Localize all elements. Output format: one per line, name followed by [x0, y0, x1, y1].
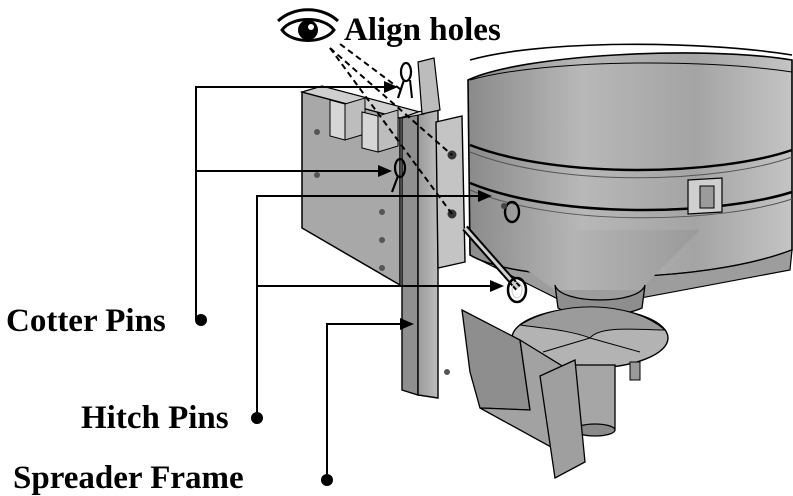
- callout-arrowheads: [378, 81, 504, 330]
- align-holes-sight-lines: [329, 43, 453, 215]
- callout-dots: [195, 314, 333, 486]
- hitch-pins-leader: [256, 195, 480, 416]
- arrowhead-hitch-lower: [490, 280, 504, 292]
- cotter-pins-dot: [195, 314, 207, 326]
- spreader-frame-label: Spreader Frame: [13, 460, 244, 496]
- hitch-pin: [462, 200, 528, 304]
- hopper: [467, 43, 793, 278]
- spreader-frame-dot: [321, 474, 333, 486]
- hitch-pins-dot: [251, 412, 263, 424]
- hitch-plate: [435, 115, 466, 269]
- cotter-pins-label: Cotter Pins: [6, 303, 166, 339]
- arrowhead-frame: [400, 318, 414, 330]
- arrowhead-cotter-top: [384, 81, 398, 93]
- spreader-frame-leader: [326, 323, 402, 478]
- hitch-pins-label: Hitch Pins: [81, 400, 229, 436]
- mounting-bracket: [299, 85, 423, 287]
- deflector-plate: [461, 308, 586, 480]
- cotter-pin-top: [396, 61, 413, 99]
- cotter-pin-lower: [390, 157, 407, 193]
- arrowhead-hitch-top: [478, 190, 492, 202]
- arrowhead-cotter-lower: [378, 165, 392, 177]
- align-holes-label: Align holes: [344, 12, 501, 48]
- spinner-disc: [511, 306, 669, 437]
- eye-icon: [276, 8, 340, 42]
